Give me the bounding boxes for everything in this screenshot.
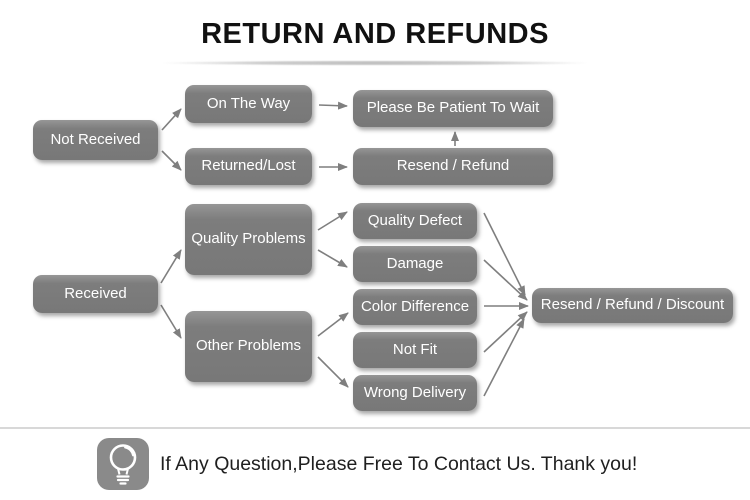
node-not-received: Not Received: [33, 120, 158, 160]
arrow-quality_defect-to-resend_refund_discount: [483, 212, 526, 296]
arrow-quality_problems-to-damage: [317, 249, 348, 268]
page-title: RETURN AND REFUNDS: [201, 18, 549, 50]
arrow-not_received-to-returned_lost: [161, 150, 182, 171]
arrow-quality_problems-to-quality_defect: [317, 211, 348, 231]
node-other-problems: Other Problems: [185, 311, 312, 382]
node-color-difference: Color Difference: [353, 289, 477, 325]
arrow-not_received-to-on_the_way: [161, 108, 182, 131]
arrow-other_problems-to-color_difference: [317, 312, 349, 337]
arrow-wrong_delivery-to-resend_refund_discount: [483, 318, 525, 397]
arrow-on_the_way-to-be_patient: [318, 101, 348, 110]
node-resend-refund-discount: Resend / Refund / Discount: [532, 288, 733, 323]
lightbulb-icon: [97, 438, 149, 490]
title-divider: [160, 61, 590, 65]
node-received: Received: [33, 275, 158, 313]
arrow-other_problems-to-wrong_delivery: [317, 356, 349, 388]
arrow-received-to-quality_problems: [160, 249, 182, 284]
node-not-fit: Not Fit: [353, 332, 477, 368]
arrow-received-to-other_problems: [160, 304, 182, 339]
node-returned-lost: Returned/Lost: [185, 148, 312, 185]
footer-message: If Any Question,Please Free To Contact U…: [160, 452, 638, 475]
footer: If Any Question,Please Free To Contact U…: [97, 438, 717, 490]
arrow-not_fit-to-resend_refund_discount: [483, 311, 528, 353]
node-quality-problems: Quality Problems: [185, 204, 312, 275]
node-resend-refund: Resend / Refund: [353, 148, 553, 185]
node-please-be-patient: Please Be Patient To Wait: [353, 90, 553, 127]
node-on-the-way: On The Way: [185, 85, 312, 123]
arrow-damage-to-resend_refund_discount: [483, 259, 528, 301]
node-quality-defect: Quality Defect: [353, 203, 477, 239]
node-wrong-delivery: Wrong Delivery: [353, 375, 477, 411]
node-damage: Damage: [353, 246, 477, 282]
footer-divider: [0, 427, 750, 429]
